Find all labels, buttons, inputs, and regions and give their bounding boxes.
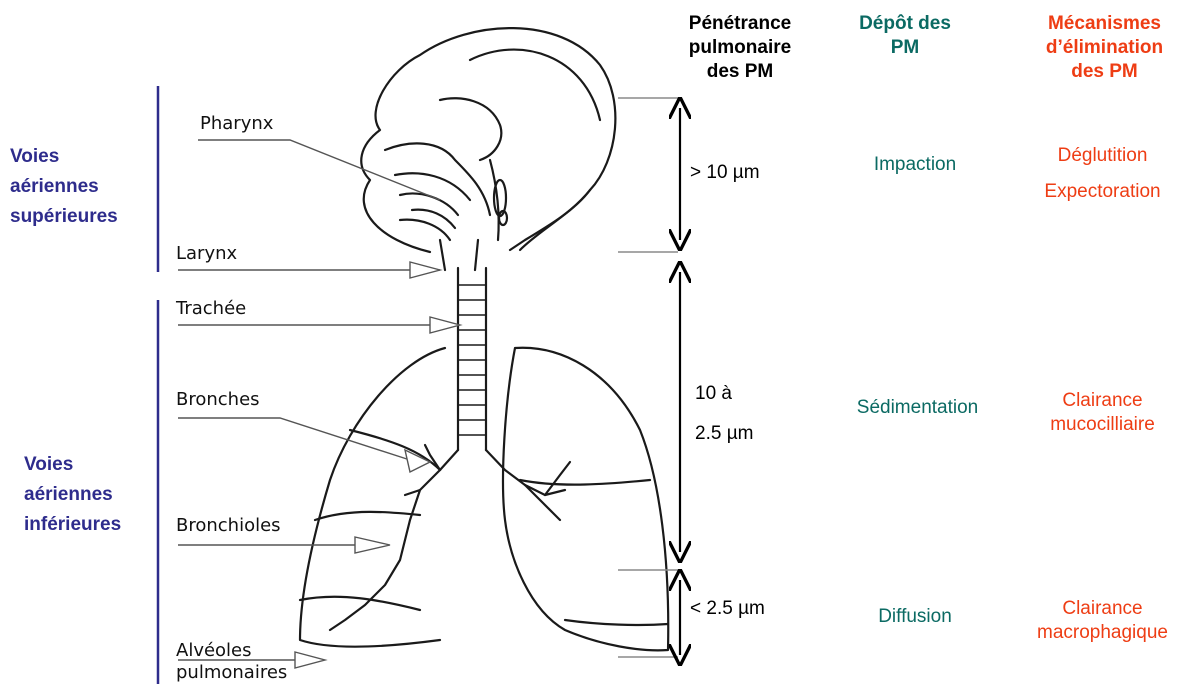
- header-line: des PM: [1022, 60, 1187, 84]
- pharynx-label: Pharynx: [200, 113, 273, 134]
- larynx-label: Larynx: [176, 243, 237, 264]
- upper-airways-line: supérieures: [10, 202, 118, 232]
- size-upper: > 10 µm: [690, 162, 760, 184]
- elimination-lower: Clairance macrophagique: [1015, 597, 1190, 645]
- lower-airways-line: inférieures: [24, 510, 121, 540]
- upper-airways-label: Voies aériennes supérieures: [10, 142, 118, 232]
- header-line: PM: [840, 36, 970, 60]
- header-line: des PM: [675, 60, 805, 84]
- alveoli-label: Alvéoles pulmonaires: [176, 640, 287, 684]
- lower-airways-line: Voies: [24, 450, 121, 480]
- header-line: pulmonaire: [675, 36, 805, 60]
- header-penetration: Pénétrance pulmonaire des PM: [675, 12, 805, 84]
- alveoli-line: Alvéoles: [176, 640, 287, 662]
- trachea-rings: [458, 285, 486, 435]
- level-markers: [618, 98, 678, 657]
- elimination-line: Déglutition: [1015, 138, 1190, 174]
- size-line: 10 à: [695, 374, 753, 414]
- alveoli-line: pulmonaires: [176, 662, 287, 684]
- header-line: Dépôt des: [840, 12, 970, 36]
- elimination-line: macrophagique: [1015, 621, 1190, 645]
- deposit-middle: Sédimentation: [830, 397, 1005, 419]
- elimination-line: mucocilliaire: [1015, 413, 1190, 437]
- elimination-line: Clairance: [1015, 389, 1190, 413]
- lower-airways-label: Voies aériennes inférieures: [24, 450, 121, 540]
- lower-airways-line: aériennes: [24, 480, 121, 510]
- size-middle: 10 à 2.5 µm: [695, 374, 753, 454]
- trachea-label: Trachée: [176, 298, 246, 319]
- deposit-upper: Impaction: [840, 154, 990, 176]
- anatomy-outline: [300, 28, 668, 650]
- elimination-middle: Clairance mucocilliaire: [1015, 389, 1190, 437]
- elimination-upper: Déglutition Expectoration: [1015, 138, 1190, 210]
- header-line: Mécanismes: [1022, 12, 1187, 36]
- deposit-lower: Diffusion: [840, 606, 990, 628]
- upper-airways-line: aériennes: [10, 172, 118, 202]
- elimination-line: Clairance: [1015, 597, 1190, 621]
- header-line: Pénétrance: [675, 12, 805, 36]
- header-deposit: Dépôt des PM: [840, 12, 970, 60]
- upper-airways-line: Voies: [10, 142, 118, 172]
- bronchioles-label: Bronchioles: [176, 515, 281, 536]
- header-elimination: Mécanismes d’élimination des PM: [1022, 12, 1187, 84]
- size-lower: < 2.5 µm: [690, 598, 765, 620]
- size-line: 2.5 µm: [695, 414, 753, 454]
- bronchi-label: Bronches: [176, 389, 260, 410]
- header-line: d’élimination: [1022, 36, 1187, 60]
- elimination-line: Expectoration: [1015, 174, 1190, 210]
